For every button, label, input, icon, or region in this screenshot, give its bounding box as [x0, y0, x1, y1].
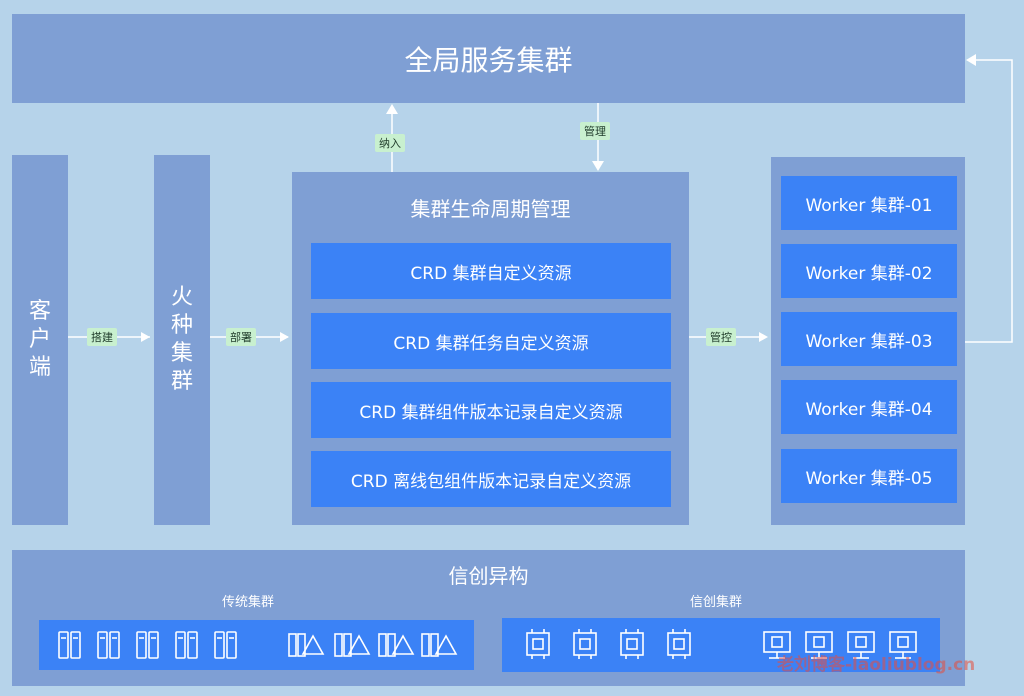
worker-cluster: Worker 集群-04	[781, 380, 957, 434]
crd-item: CRD 离线包组件版本记录自定义资源	[311, 451, 671, 507]
crd-item: CRD 集群任务自定义资源	[311, 313, 671, 369]
cpu-chip-icon	[620, 629, 644, 659]
server-rack-icon	[58, 631, 81, 659]
xinchuang-title: 信创异构	[448, 563, 529, 588]
arrow-worker-to-global	[965, 59, 1013, 343]
xinchuang-panel: 信创异构 传统集群 信创集群	[12, 550, 965, 686]
chip-icons	[526, 629, 917, 659]
bootstrap-char: 火	[170, 285, 193, 310]
client-column: 客 户 端	[12, 155, 68, 525]
monitor-chip-icon	[847, 631, 875, 659]
worker-cluster: Worker 集群-01	[781, 176, 957, 230]
edge-tag-deploy: 部署	[226, 328, 256, 346]
worker-panel: Worker 集群-01 Worker 集群-02 Worker 集群-03 W…	[771, 157, 965, 525]
arrowhead-deploy	[280, 332, 289, 342]
client-char: 端	[28, 355, 51, 380]
cpu-chip-icon	[667, 629, 691, 659]
server-warning-icon	[421, 633, 458, 657]
client-char: 客	[28, 299, 51, 324]
client-char: 户	[28, 327, 51, 352]
arrowhead-control	[759, 332, 768, 342]
monitor-chip-icon	[763, 631, 791, 659]
arrowhead-build	[141, 332, 150, 342]
server-icons	[58, 631, 458, 659]
edge-tag-manage: 管理	[580, 122, 610, 140]
crd-item: CRD 集群组件版本记录自定义资源	[311, 382, 671, 438]
traditional-cluster-strip	[39, 620, 474, 670]
cpu-chip-icon	[526, 629, 550, 659]
server-warning-icon	[288, 633, 325, 657]
bootstrap-char: 集	[170, 341, 193, 366]
server-rack-icon	[97, 631, 120, 659]
edge-tag-control: 管控	[706, 328, 736, 346]
traditional-cluster-label: 传统集群	[222, 595, 275, 610]
bootstrap-char: 种	[170, 313, 193, 338]
monitor-chip-icon	[889, 631, 917, 659]
worker-cluster: Worker 集群-02	[781, 244, 957, 298]
global-cluster-bar: 全局服务集群	[12, 14, 965, 103]
cpu-chip-icon	[573, 629, 597, 659]
bootstrap-char: 群	[170, 369, 193, 394]
bootstrap-cluster-column: 火 种 集 群	[154, 155, 210, 525]
worker-cluster: Worker 集群-03	[781, 312, 957, 366]
server-rack-icon	[175, 631, 198, 659]
arrowhead-manage	[592, 161, 604, 171]
crd-item: CRD 集群自定义资源	[311, 243, 671, 299]
lifecycle-title: 集群生命周期管理	[410, 196, 571, 221]
arrowhead-global	[966, 54, 976, 66]
arrowhead-include	[386, 104, 398, 114]
server-warning-icon	[378, 633, 415, 657]
worker-cluster: Worker 集群-05	[781, 449, 957, 503]
monitor-chip-icon	[805, 631, 833, 659]
xinchuang-cluster-label: 信创集群	[690, 595, 743, 610]
edge-tag-build: 搭建	[87, 328, 117, 346]
global-cluster-label: 全局服务集群	[404, 43, 573, 77]
watermark: 老刘博客-laoliublog.cn	[777, 655, 976, 675]
server-warning-icon	[334, 633, 371, 657]
edge-tag-include: 纳入	[375, 134, 405, 152]
lifecycle-panel: 集群生命周期管理 CRD 集群自定义资源 CRD 集群任务自定义资源 CRD 集…	[292, 172, 689, 525]
server-rack-icon	[136, 631, 159, 659]
server-rack-icon	[214, 631, 237, 659]
xinchuang-cluster-strip	[502, 618, 940, 672]
